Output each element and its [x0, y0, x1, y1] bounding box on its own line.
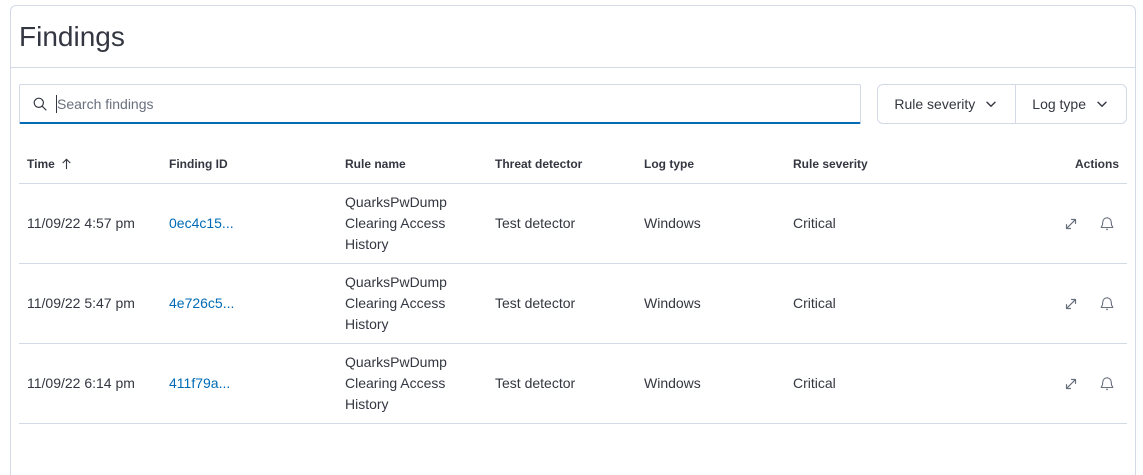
finding-id-cell: 411f79a...: [161, 344, 337, 424]
time-cell: 11/09/22 5:47 pm: [19, 264, 161, 344]
column-header-actions: Actions: [953, 144, 1127, 184]
search-icon: [32, 96, 48, 112]
findings-table-body: 11/09/22 4:57 pm 0ec4c15... QuarksPwDump…: [19, 184, 1127, 424]
expand-finding-button[interactable]: [1059, 372, 1083, 396]
column-header-rule-severity[interactable]: Rule severity: [785, 144, 953, 184]
finding-id-link[interactable]: 4e726c5...: [169, 295, 234, 311]
time-cell: 11/09/22 6:14 pm: [19, 344, 161, 424]
time-cell: 11/09/22 4:57 pm: [19, 184, 161, 264]
chevron-down-icon: [983, 96, 999, 112]
finding-row: 11/09/22 4:57 pm 0ec4c15... QuarksPwDump…: [19, 184, 1127, 264]
page-content: Rule severity Log type: [11, 68, 1135, 424]
table-header-row: Time Finding ID Rule name Threat detecto…: [19, 144, 1127, 184]
actions-cell: [953, 264, 1127, 344]
page-header: Findings: [11, 6, 1135, 68]
bell-icon: [1099, 216, 1115, 232]
finding-id-link[interactable]: 411f79a...: [169, 375, 230, 391]
finding-id-cell: 4e726c5...: [161, 264, 337, 344]
log-type-cell: Windows: [636, 344, 785, 424]
create-alert-button[interactable]: [1095, 372, 1119, 396]
finding-row: 11/09/22 6:14 pm 411f79a... QuarksPwDump…: [19, 344, 1127, 424]
expand-icon: [1063, 296, 1079, 312]
rule-severity-filter-button[interactable]: Rule severity: [878, 85, 1015, 123]
actions-cell: [953, 184, 1127, 264]
search-box[interactable]: [19, 84, 861, 124]
column-header-threat-detector[interactable]: Threat detector: [487, 144, 636, 184]
rule-name-cell: QuarksPwDump Clearing Access History: [337, 264, 487, 344]
finding-row: 11/09/22 5:47 pm 4e726c5... QuarksPwDump…: [19, 264, 1127, 344]
filter-group: Rule severity Log type: [877, 84, 1127, 124]
expand-finding-button[interactable]: [1059, 292, 1083, 316]
bell-icon: [1099, 376, 1115, 392]
finding-id-link[interactable]: 0ec4c15...: [169, 215, 234, 231]
column-header-rule-name[interactable]: Rule name: [337, 144, 487, 184]
findings-panel: Findings Rule severity: [10, 5, 1136, 475]
log-type-filter-button[interactable]: Log type: [1015, 85, 1126, 123]
page-title: Findings: [19, 19, 1127, 55]
threat-detector-cell: Test detector: [487, 344, 636, 424]
rule-severity-cell: Critical: [785, 344, 953, 424]
chevron-down-icon: [1094, 96, 1110, 112]
rule-severity-cell: Critical: [785, 264, 953, 344]
column-header-log-type[interactable]: Log type: [636, 144, 785, 184]
column-header-finding-id[interactable]: Finding ID: [161, 144, 337, 184]
log-type-cell: Windows: [636, 184, 785, 264]
actions-cell: [953, 344, 1127, 424]
rule-name-cell: QuarksPwDump Clearing Access History: [337, 184, 487, 264]
bell-icon: [1099, 296, 1115, 312]
log-type-filter-label: Log type: [1032, 96, 1086, 112]
create-alert-button[interactable]: [1095, 212, 1119, 236]
findings-table: Time Finding ID Rule name Threat detecto…: [19, 144, 1127, 424]
threat-detector-cell: Test detector: [487, 264, 636, 344]
expand-icon: [1063, 376, 1079, 392]
column-header-time-label: Time: [27, 157, 55, 171]
log-type-cell: Windows: [636, 264, 785, 344]
rule-severity-filter-label: Rule severity: [894, 96, 975, 112]
threat-detector-cell: Test detector: [487, 184, 636, 264]
sort-ascending-icon: [59, 156, 74, 171]
controls-row: Rule severity Log type: [19, 84, 1127, 124]
column-header-time[interactable]: Time: [19, 144, 161, 184]
expand-icon: [1063, 216, 1079, 232]
finding-id-cell: 0ec4c15...: [161, 184, 337, 264]
create-alert-button[interactable]: [1095, 292, 1119, 316]
search-input[interactable]: [57, 85, 848, 122]
expand-finding-button[interactable]: [1059, 212, 1083, 236]
rule-name-cell: QuarksPwDump Clearing Access History: [337, 344, 487, 424]
rule-severity-cell: Critical: [785, 184, 953, 264]
